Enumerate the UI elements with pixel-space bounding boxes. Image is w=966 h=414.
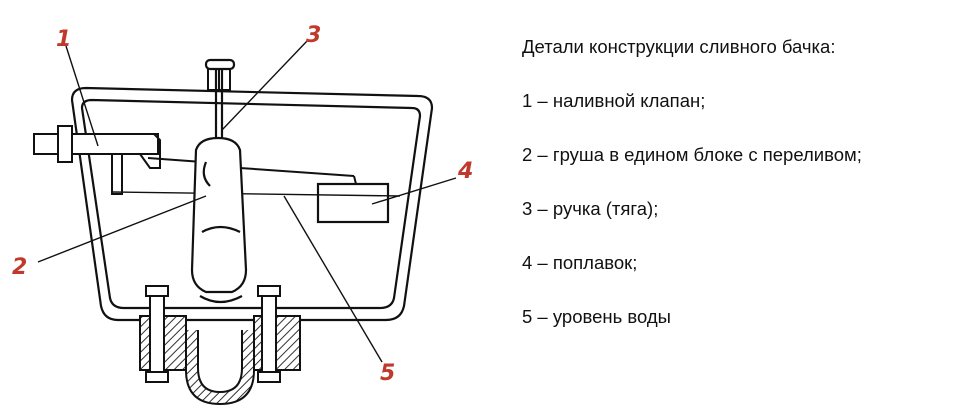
water-level-line xyxy=(111,191,401,197)
legend-item-1: 1 – наливной клапан; xyxy=(522,90,706,111)
callout-2: 2 xyxy=(12,255,27,280)
legend-item-2: 2 – груша в едином блоке с переливом; xyxy=(522,144,862,165)
bulb-overflow xyxy=(190,136,248,304)
callout-1: 1 xyxy=(56,27,71,52)
legend-item-5: 5 – уровень воды xyxy=(522,306,671,327)
legend-item-4: 4 – поплавок; xyxy=(522,252,638,273)
leader-lines xyxy=(37,39,457,363)
drain-fitting xyxy=(139,285,301,406)
legend: Детали конструкции сливного бачка: 1 – н… xyxy=(522,36,952,360)
fill-valve xyxy=(33,125,161,195)
callout-5: 5 xyxy=(380,361,395,386)
callout-3: 3 xyxy=(306,23,321,48)
callout-4: 4 xyxy=(457,159,473,184)
cistern-diagram: 1 2 3 4 5 xyxy=(12,23,473,406)
legend-title: Детали конструкции сливного бачка: xyxy=(522,36,836,57)
float-arm xyxy=(147,157,357,185)
tank-body xyxy=(70,86,434,322)
handle-rod xyxy=(204,58,236,140)
legend-item-3: 3 – ручка (тяга); xyxy=(522,198,659,219)
